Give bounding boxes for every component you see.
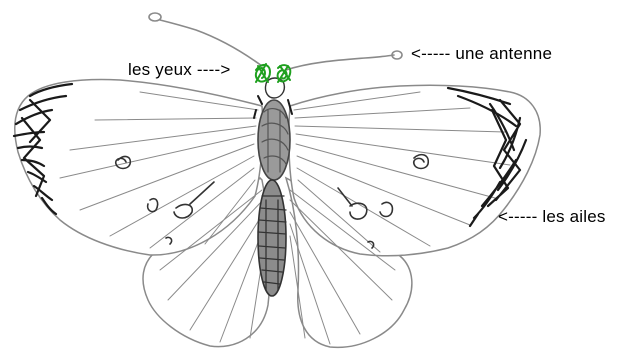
eyes bbox=[256, 64, 290, 82]
abdomen bbox=[258, 180, 286, 296]
antenna-label: <----- une antenne bbox=[411, 45, 552, 62]
left-antenna-tip bbox=[149, 13, 161, 21]
left-eye bbox=[256, 64, 270, 82]
thorax bbox=[258, 100, 290, 180]
wings-label: <----- les ailes bbox=[498, 208, 606, 225]
right-antenna bbox=[286, 55, 394, 70]
eyes-label: les yeux ----> bbox=[128, 61, 230, 78]
right-eye bbox=[278, 65, 291, 82]
